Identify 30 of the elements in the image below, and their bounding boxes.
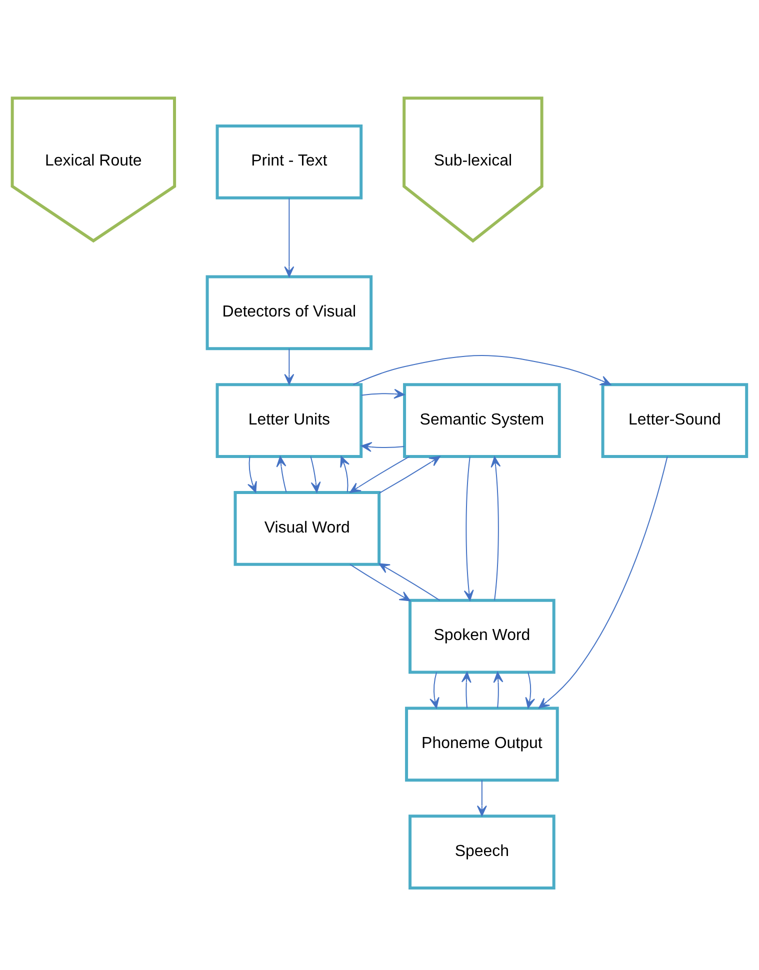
arrow xyxy=(360,442,405,452)
node-box: Print - Text xyxy=(216,124,363,199)
arrow xyxy=(352,354,612,385)
node-box: Letter Units xyxy=(216,382,363,458)
arrow xyxy=(378,562,440,600)
arrow xyxy=(461,671,472,708)
arrow xyxy=(378,456,440,494)
arrow xyxy=(360,388,405,398)
arrow xyxy=(349,563,411,601)
arrow xyxy=(476,779,487,816)
node-box: Phoneme Output xyxy=(405,706,559,782)
node-box: Semantic System xyxy=(403,382,561,458)
arrow xyxy=(493,671,504,708)
node-box: Spoken Word xyxy=(408,598,556,674)
arrow xyxy=(490,456,501,600)
node-box: Letter-Sound xyxy=(601,382,748,458)
arrow xyxy=(247,456,257,492)
arrow xyxy=(276,456,287,492)
arrow xyxy=(464,456,474,600)
node-box: Detectors of Visual xyxy=(206,274,373,350)
node-box: Visual Word xyxy=(234,490,381,566)
arrow xyxy=(340,456,350,492)
arrow xyxy=(538,456,668,708)
arrow xyxy=(284,197,294,277)
node-box: Speech xyxy=(408,814,556,889)
arrow xyxy=(430,671,440,708)
arrow xyxy=(525,671,536,708)
arrow xyxy=(310,456,321,492)
arrow xyxy=(350,456,410,492)
arrow xyxy=(284,348,294,384)
